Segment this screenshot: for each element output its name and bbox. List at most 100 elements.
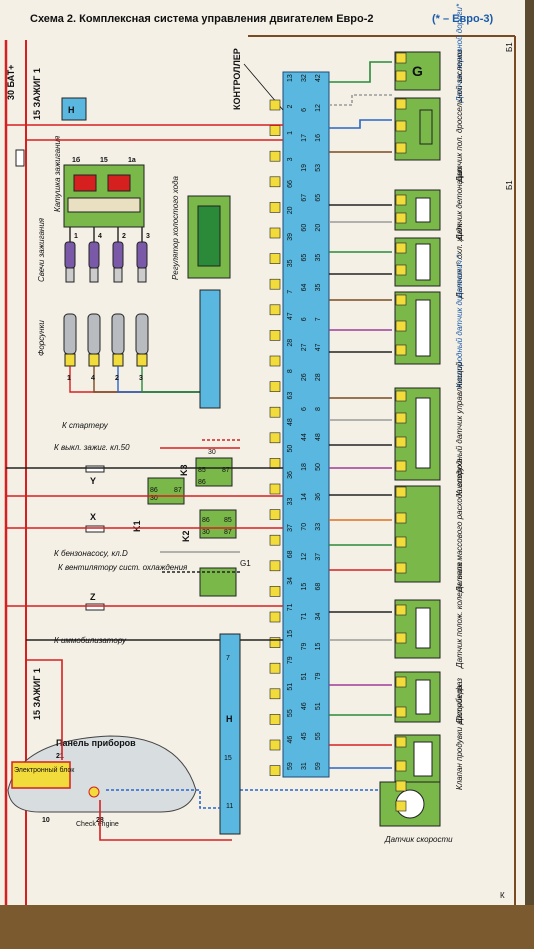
- controller-connector-pin: [269, 99, 281, 111]
- right-components: G Датчик неровной дороги* Датчик пол. др…: [379, 3, 464, 844]
- controller-pin: 48: [287, 418, 294, 426]
- injector: 2: [111, 313, 200, 393]
- speed-sensor-label: Датчик скорости: [384, 835, 453, 844]
- page-corner-mark: К: [500, 891, 505, 900]
- controller-pin: 68: [287, 550, 294, 558]
- controller-pins-col-c: 4212165365203535747288485036333768341579…: [315, 74, 322, 770]
- injector-number: 4: [91, 375, 95, 382]
- component-connector-pin: [395, 52, 407, 64]
- controller-connector-pin: [269, 125, 281, 136]
- wire-tps-b: [329, 119, 392, 129]
- instrument-panel: Электронный блок Check engine Панель при…: [7, 659, 232, 841]
- electronic-block-box: [11, 761, 71, 789]
- controller-pin: 37: [315, 553, 322, 561]
- controller-pin: 31: [301, 762, 308, 770]
- controller-connector-pin: [269, 381, 281, 392]
- component-connector-pin: [395, 706, 407, 718]
- controller-pin: 55: [287, 709, 294, 717]
- panel-check-wire: [99, 800, 232, 841]
- controller-pin: 79: [287, 656, 294, 664]
- controller-connector-pin: [269, 253, 281, 264]
- component-connector-pin: [395, 676, 407, 688]
- component-connector-pin: [395, 780, 407, 792]
- controller-connector-pin: [269, 458, 281, 469]
- crank-sensor-symbol: [415, 607, 431, 649]
- controller-label: КОНТРОЛЛЕР: [232, 48, 242, 110]
- controller-pin: 12: [315, 104, 322, 112]
- controller-pin: 50: [287, 445, 294, 453]
- o2-diag-symbol: [415, 299, 431, 357]
- component-connector-pin: [395, 242, 407, 254]
- controller-pin: 67: [301, 194, 308, 202]
- diagram-title: Схема 2. Комплексная система управления …: [30, 13, 374, 25]
- injector-connector-block: [199, 289, 221, 409]
- controller-pin: 28: [287, 339, 294, 347]
- controller-pin: 68: [315, 583, 322, 591]
- controller-block: [282, 71, 330, 778]
- fuse-top: [15, 149, 25, 167]
- controller-pin: 6: [301, 108, 308, 112]
- controller-pin: 12: [301, 553, 308, 561]
- controller-pin: 15: [301, 583, 308, 591]
- controller-pin: 59: [315, 762, 322, 770]
- component-connector-pin: [395, 632, 407, 644]
- controller-connector-pin: [269, 509, 281, 520]
- controller-connector-pin: [269, 714, 281, 725]
- injector-number: 1: [67, 375, 71, 382]
- controller-pin: 70: [301, 523, 308, 531]
- fuse-y: [85, 465, 105, 473]
- controller-pin: 47: [315, 343, 322, 351]
- controller-pins-col-b: 3261719676065646272664418147012157179514…: [301, 74, 308, 770]
- component-connector-pin: [395, 98, 407, 110]
- instrument-panel-label: Панель приборов: [56, 738, 136, 748]
- controller-pin: 64: [301, 283, 308, 291]
- controller-connector-pin: [269, 202, 281, 213]
- phase-sensor-label: Датчик фаз: [455, 678, 464, 725]
- controller-pin: 33: [315, 523, 322, 531]
- fuse-x: [85, 525, 105, 533]
- controller-connector-pin: [269, 483, 281, 495]
- controller-pin: 46: [301, 702, 308, 710]
- controller-pin: 55: [315, 732, 322, 740]
- component-connector-pin: [395, 604, 407, 616]
- controller-connector-pin: [269, 330, 281, 341]
- connector-h-label: H: [226, 714, 233, 724]
- fuse-z: [85, 603, 105, 611]
- spark-plug: 2: [112, 227, 126, 283]
- relay-k3-label: K3: [179, 464, 189, 476]
- controller-pin: 19: [301, 164, 308, 172]
- controller-pin: 18: [301, 463, 308, 471]
- phase-sensor-symbol: [415, 679, 431, 715]
- controller-pin: 36: [315, 493, 322, 501]
- controller-pin: 47: [287, 312, 294, 320]
- controller-pin: 7: [287, 290, 294, 294]
- controller-pin: 79: [301, 642, 308, 650]
- controller-pin: 79: [315, 672, 322, 680]
- coil-pin-1a: 1а: [128, 157, 136, 164]
- component-connector-pin: [395, 486, 407, 498]
- ign-switch-arrow-label: К выкл. зажиг. кл.50: [54, 443, 130, 452]
- component-connector-pin: [395, 536, 407, 548]
- controller-pin: 51: [301, 672, 308, 680]
- relay-k1-pin-87: 87: [174, 487, 182, 494]
- controller-pin: 42: [315, 74, 322, 82]
- check-engine-label: Check engine: [76, 821, 119, 828]
- controller-connector-pin: [269, 765, 281, 776]
- coolant-sensor-symbol: [415, 243, 431, 281]
- fuel-pump-arrow-label: К бензонасосу, кл.D: [54, 549, 128, 558]
- injector: 1: [63, 313, 200, 393]
- relay-k2-pin-30: 30: [202, 529, 210, 536]
- spark-plug: 1: [64, 227, 78, 283]
- fan-arrow-label: К вентилятору сист. охлаждения: [58, 563, 188, 572]
- idle-regulator-motor: [197, 205, 221, 267]
- spark-plug-number: 3: [146, 233, 150, 240]
- controller-pin: 39: [287, 233, 294, 241]
- spark-plugs-label: Свечи зажигания: [37, 217, 46, 282]
- controller-pin: 16: [315, 134, 322, 142]
- panel-pin-10: 10: [42, 817, 50, 824]
- spark-plug: 4: [88, 227, 102, 283]
- controller-pin: 51: [315, 702, 322, 710]
- controller-pin: 35: [315, 283, 322, 291]
- injector-number: 3: [139, 375, 143, 382]
